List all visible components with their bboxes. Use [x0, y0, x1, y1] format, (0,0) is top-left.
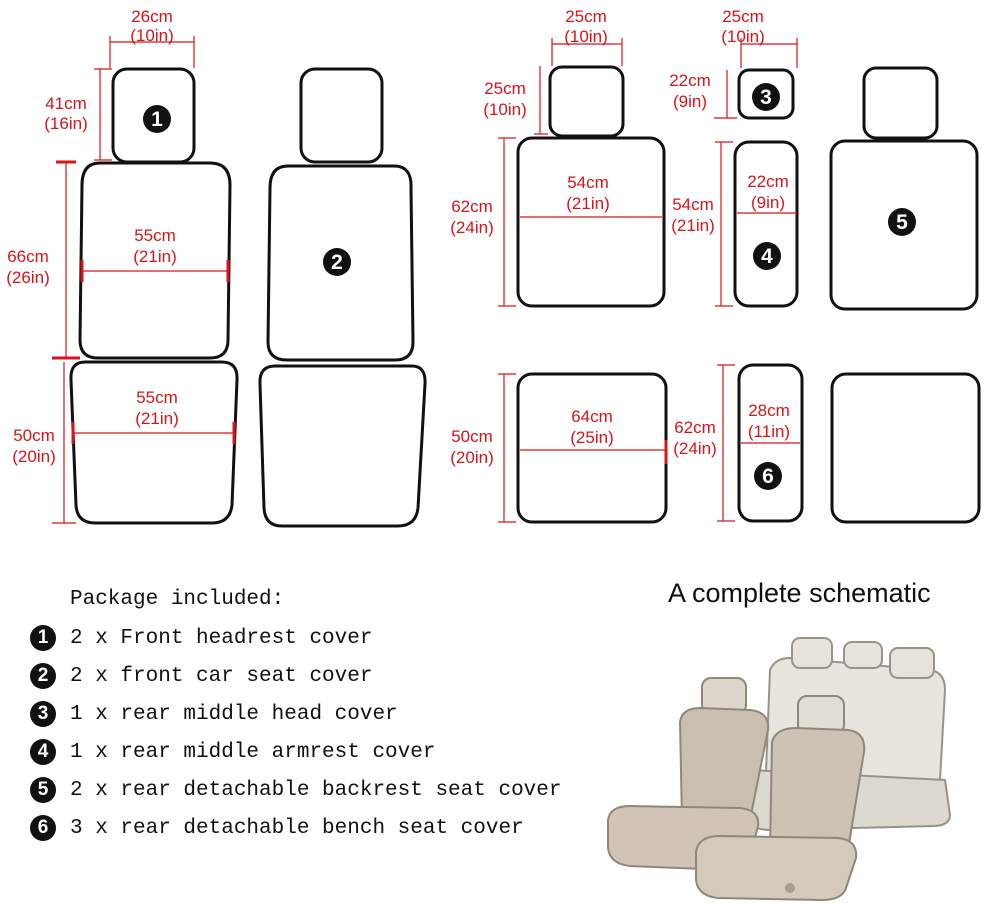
package-item: 1 2 x Front headrest cover	[30, 623, 372, 653]
schematic-title: A complete schematic	[668, 578, 931, 608]
armrest-width-cm: 22cm	[747, 172, 789, 191]
armrest-height-in: (21in)	[671, 216, 714, 235]
package-item-number: 1	[30, 625, 56, 651]
rear-headrest-height-in: (10in)	[483, 100, 526, 119]
front-bottom-width-cm: 55cm	[136, 388, 178, 407]
front-backrest-outline	[78, 161, 232, 360]
badge-3-label: 3	[760, 86, 772, 109]
middle-bench-width-in: (11in)	[748, 422, 790, 441]
rear-headrest-width-cm: 25cm	[565, 7, 607, 26]
badge-4	[753, 242, 781, 270]
package-item-number: 6	[30, 815, 56, 841]
package-item: 4 1 x rear middle armrest cover	[30, 737, 435, 767]
armrest-width-in: (9in)	[751, 193, 785, 212]
badge-5	[888, 208, 916, 236]
package-item-number: 2	[30, 663, 56, 689]
package-item: 3 1 x rear middle head cover	[30, 699, 398, 729]
package-item-text: 3 x rear detachable bench seat cover	[70, 816, 524, 840]
rear-headrest-height-cm: 25cm	[484, 79, 526, 98]
front-backrest-width-in: (21in)	[133, 247, 176, 266]
package-item: 2 2 x front car seat cover	[30, 661, 372, 691]
rear-backrest-height-in: (24in)	[450, 218, 493, 237]
badge-1	[143, 105, 171, 133]
middle-head-height-cm: 22cm	[669, 71, 711, 90]
front-backrest-shape	[768, 726, 866, 851]
rear-bench-width-cm: 64cm	[571, 407, 613, 426]
front-bottom-2-outline	[258, 364, 427, 528]
middle-head-width-in: (10in)	[721, 27, 764, 46]
front-headrest-width-in: (10in)	[130, 26, 173, 45]
rear-headrest-shape	[889, 647, 935, 679]
front-backrest-shape	[678, 706, 770, 821]
front-backrest-width-cm: 55cm	[134, 226, 176, 245]
front-backrest-height-cm: 66cm	[7, 247, 49, 266]
front-headrest-width-cm: 26cm	[131, 7, 173, 26]
front-bottom-width-in: (21in)	[135, 409, 178, 428]
front-headrest-2-outline	[299, 67, 384, 164]
front-cushion-shape	[695, 834, 858, 902]
rear-backrest-width-in: (21in)	[566, 194, 609, 213]
package-item-number: 4	[30, 739, 56, 765]
seat-schematic-illustration	[607, 637, 952, 902]
package-item-text: 2 x rear detachable backrest seat cover	[70, 778, 562, 802]
armrest-outline	[733, 140, 799, 308]
rear-bench-height-in: (20in)	[450, 448, 493, 467]
badge-6	[754, 462, 782, 490]
package-item-text: 2 x Front headrest cover	[70, 626, 373, 650]
badge-4-label: 4	[761, 245, 773, 268]
middle-head-height-in: (9in)	[673, 92, 707, 111]
package-item: 6 3 x rear detachable bench seat cover	[30, 813, 524, 843]
middle-bench-height-cm: 62cm	[674, 418, 716, 437]
package-item-text: 1 x rear middle head cover	[70, 702, 398, 726]
badge-5-label: 5	[896, 211, 908, 234]
package-item-number: 5	[30, 777, 56, 803]
middle-bench-height-in: (24in)	[673, 439, 716, 458]
armrest-height-cm: 54cm	[672, 195, 714, 214]
badge-1-label: 1	[151, 108, 163, 131]
rear-bench-outline	[516, 372, 668, 524]
package-item-number: 3	[30, 701, 56, 727]
rear-bench-2-outline	[830, 372, 981, 524]
rear-middle-headrest-shape	[843, 641, 883, 669]
package-item-text: 2 x front car seat cover	[70, 664, 373, 688]
package-item: 5 2 x rear detachable backrest seat cove…	[30, 775, 561, 805]
rear-backrest-height-cm: 62cm	[451, 197, 493, 216]
badge-2	[323, 248, 351, 276]
front-bottom-outline	[69, 360, 239, 525]
package-item-text: 1 x rear middle armrest cover	[70, 740, 436, 764]
rear-headrest-outline	[548, 65, 625, 138]
badge-3	[752, 83, 780, 111]
badge-2-label: 2	[331, 251, 343, 274]
front-bottom-height-in: (20in)	[12, 447, 55, 466]
badge-6-label: 6	[762, 465, 774, 488]
seat-knob-icon	[785, 883, 795, 893]
middle-head-width-cm: 25cm	[722, 7, 764, 26]
rear-backrest-outline	[516, 136, 666, 308]
front-backrest-height-in: (26in)	[6, 268, 49, 287]
rear-bench-height-cm: 50cm	[451, 427, 493, 446]
rear-headrest-shape	[791, 637, 833, 669]
package-title: Package included:	[70, 588, 285, 611]
middle-bench-width-cm: 28cm	[748, 401, 790, 420]
rear-headrest-width-in: (10in)	[564, 27, 607, 46]
rear-bench-width-in: (25in)	[570, 428, 613, 447]
rear-backrest-width-cm: 54cm	[567, 173, 609, 192]
rear-headrest-2-outline	[862, 66, 939, 140]
front-headrest-height-in: (16in)	[44, 114, 87, 133]
front-headrest-height-cm: 41cm	[45, 94, 87, 113]
front-bottom-height-cm: 50cm	[13, 426, 55, 445]
